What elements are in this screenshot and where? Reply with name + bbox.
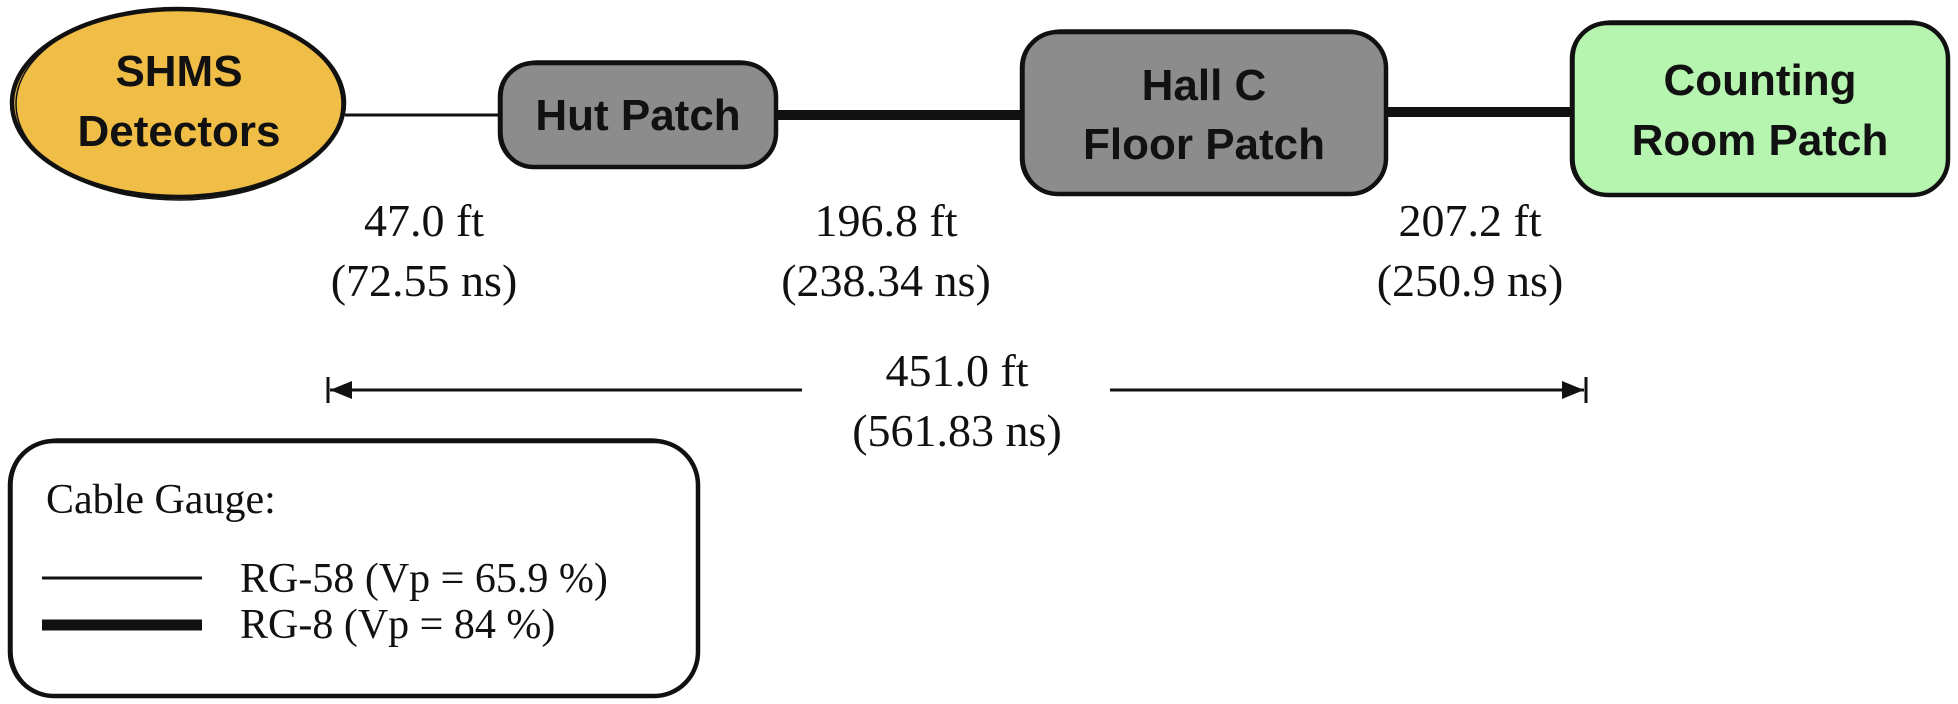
- node-counting-room-patch: Counting Room Patch: [1569, 20, 1951, 198]
- node-shms-detectors: SHMS Detectors: [9, 6, 347, 201]
- counting-label-line2: Room Patch: [1632, 116, 1889, 165]
- hallc-box: [1019, 29, 1389, 197]
- segment-label-1: 47.0 ft (72.55 ns): [331, 195, 518, 306]
- segment-2-delay: (238.34 ns): [781, 255, 991, 306]
- segment-3-delay: (250.9 ns): [1377, 255, 1564, 306]
- segment-1-delay: (72.55 ns): [331, 255, 518, 306]
- shms-label-line2: Detectors: [78, 107, 281, 156]
- legend-box: Cable Gauge: RG-58 (Vp = 65.9 %) RG-8 (V…: [7, 438, 701, 699]
- legend-frame: [7, 438, 701, 699]
- segment-label-3: 207.2 ft (250.9 ns): [1377, 195, 1564, 306]
- segment-3-length: 207.2 ft: [1398, 195, 1541, 246]
- hallc-box-sketch: [1023, 29, 1386, 196]
- total-arrow-right-head: [1562, 381, 1584, 399]
- segment-label-2: 196.8 ft (238.34 ns): [781, 195, 991, 306]
- counting-box-sketch: [1573, 20, 1948, 197]
- total-delay: (561.83 ns): [852, 405, 1062, 456]
- legend-item-rg58: RG-58 (Vp = 65.9 %): [240, 556, 608, 602]
- hut-patch-box-sketch: [501, 60, 776, 169]
- legend-frame-sketch: [11, 438, 698, 698]
- hut-patch-label: Hut Patch: [535, 91, 740, 140]
- segment-2-length: 196.8 ft: [814, 195, 957, 246]
- shms-ellipse-sketch: [15, 7, 343, 201]
- counting-box: [1569, 20, 1951, 198]
- node-hut-patch: Hut Patch: [497, 60, 779, 170]
- segment-1-length: 47.0 ft: [364, 195, 484, 246]
- total-label: 451.0 ft (561.83 ns): [852, 345, 1062, 456]
- total-arrow-left-head: [330, 381, 352, 399]
- hallc-label-line1: Hall C: [1142, 61, 1267, 110]
- counting-label-line1: Counting: [1663, 56, 1856, 105]
- hallc-label-line2: Floor Patch: [1083, 120, 1325, 169]
- node-hallc-floor-patch: Hall C Floor Patch: [1019, 29, 1389, 197]
- hut-patch-box: [497, 60, 779, 170]
- shms-ellipse: [9, 6, 347, 200]
- legend-title: Cable Gauge:: [46, 477, 276, 523]
- legend-item-rg8: RG-8 (Vp = 84 %): [240, 602, 555, 648]
- total-span-arrow: [326, 377, 1588, 403]
- shms-label-line1: SHMS: [115, 47, 242, 96]
- total-length: 451.0 ft: [885, 345, 1028, 396]
